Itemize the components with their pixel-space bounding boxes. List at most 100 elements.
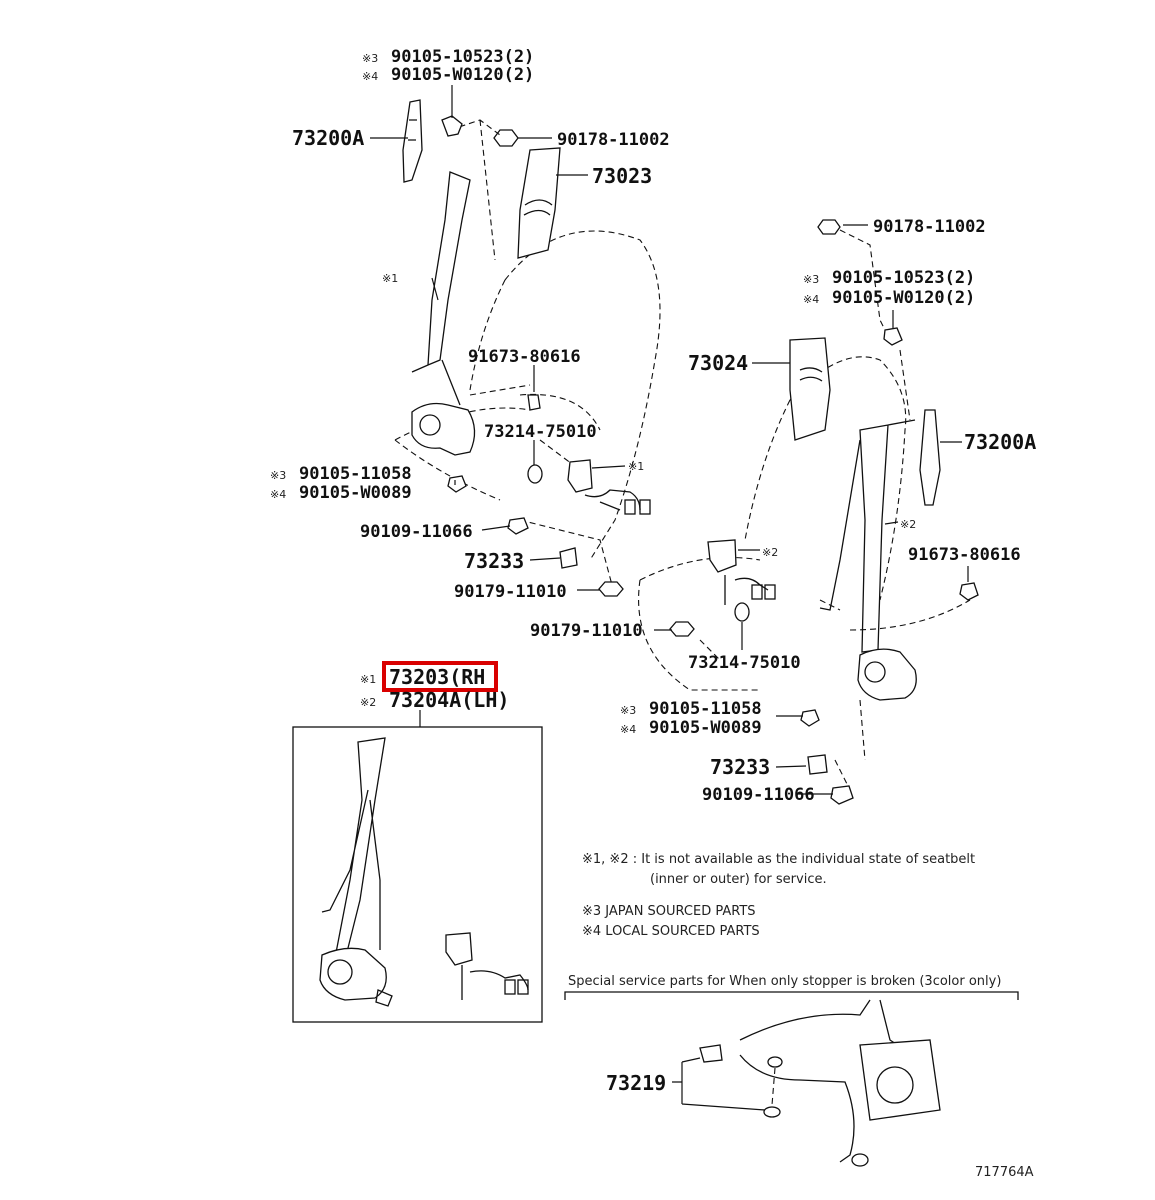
left-bolt-11058 bbox=[447, 475, 467, 493]
special-retractor bbox=[859, 1039, 941, 1121]
right-seat-outline bbox=[638, 356, 971, 691]
left-cover-73233 bbox=[559, 547, 578, 569]
mark-3-left: ※3 bbox=[270, 469, 286, 482]
right-leader-lines bbox=[654, 224, 969, 795]
notes: ※1, ※2 : It is not available as the indi… bbox=[568, 852, 1001, 989]
left-washer-73214 bbox=[527, 464, 543, 484]
label-90105-11058-left: 90105-11058 bbox=[299, 464, 412, 484]
mark-3-right-lower: ※3 bbox=[620, 704, 636, 717]
special-stopper-cap bbox=[767, 1056, 783, 1068]
note-3: ※3 JAPAN SOURCED PARTS bbox=[582, 904, 756, 919]
label-90105-11058-right: 90105-11058 bbox=[649, 699, 762, 719]
label-90109-right: 90109-11066 bbox=[702, 785, 815, 805]
left-bolt-top bbox=[441, 115, 463, 137]
label-73024: 73024 bbox=[688, 351, 748, 375]
label-73214-right: 73214-75010 bbox=[688, 653, 801, 673]
right-guide-top bbox=[699, 229, 911, 791]
right-connector-2 bbox=[764, 584, 776, 600]
right-retractor bbox=[857, 648, 917, 701]
label-73204a-lh: 73204A(LH) bbox=[389, 688, 509, 712]
label-90109-left: 90109-11066 bbox=[360, 522, 473, 542]
label-73233-left: 73233 bbox=[464, 549, 524, 573]
right-nut-90179 bbox=[669, 621, 695, 637]
label-90179-left: 90179-11010 bbox=[454, 582, 567, 602]
left-seatbelt-assembly bbox=[394, 99, 661, 597]
boxed-buckle bbox=[445, 932, 473, 966]
left-guide-top bbox=[449, 119, 613, 586]
boxed-assembly-drawing bbox=[319, 737, 529, 1007]
label-73214-left: 73214-75010 bbox=[484, 422, 597, 442]
label-73200a-left: 73200A bbox=[292, 126, 364, 150]
right-belt-webbing bbox=[819, 419, 916, 653]
right-nut-90178 bbox=[817, 219, 841, 235]
right-washer-73214 bbox=[734, 602, 750, 622]
special-retractor-spool bbox=[876, 1066, 914, 1104]
note-1-line1: ※1, ※2 : It is not available as the indi… bbox=[582, 852, 975, 867]
mark-1-left-buckle: ※1 bbox=[628, 460, 644, 473]
left-buckle-wire bbox=[584, 489, 641, 511]
right-trim-slot bbox=[799, 367, 823, 382]
left-nut-top bbox=[493, 129, 519, 147]
left-leader-lines bbox=[370, 85, 626, 591]
left-nut-90179 bbox=[598, 581, 624, 597]
left-buckle bbox=[567, 459, 593, 493]
right-seatbelt-assembly bbox=[638, 219, 979, 805]
part-labels: ※3 90105-10523(2) ※4 90105-W0120(2) 7320… bbox=[270, 47, 1036, 1180]
boxed-anchor bbox=[375, 989, 393, 1007]
mark-3-right: ※3 bbox=[803, 273, 819, 286]
left-seat-outline bbox=[394, 230, 661, 561]
special-leader-73219 bbox=[672, 1057, 766, 1111]
left-trim-73023 bbox=[517, 147, 561, 259]
right-bolt-10523 bbox=[883, 327, 903, 346]
note-4: ※4 LOCAL SOURCED PARTS bbox=[582, 924, 760, 939]
left-retractor-spool bbox=[419, 414, 441, 436]
label-91673-right: 91673-80616 bbox=[908, 545, 1021, 565]
mark-4-left: ※4 bbox=[270, 488, 286, 501]
label-90178-top: 90178-11002 bbox=[557, 130, 670, 150]
label-73200a-right: 73200A bbox=[964, 430, 1036, 454]
right-bolt-11058 bbox=[800, 709, 820, 727]
boxed-belt-webbing bbox=[321, 737, 386, 961]
mark-4-right: ※4 bbox=[803, 293, 819, 306]
mark-1-left-belt: ※1 bbox=[382, 272, 398, 285]
left-trim-slot bbox=[523, 199, 553, 216]
right-anchor-bracket bbox=[919, 409, 941, 506]
right-bolt-91673 bbox=[959, 582, 979, 601]
special-anchor-ring bbox=[851, 1153, 869, 1167]
assembly-box bbox=[292, 726, 543, 1023]
left-bolt-91673 bbox=[527, 394, 541, 411]
label-90179-right: 90179-11010 bbox=[530, 621, 643, 641]
mark-1-assembly: ※1 bbox=[360, 673, 376, 686]
note-1-line2: (inner or outer) for service. bbox=[650, 872, 827, 887]
label-jp-bolt-right: 90105-10523(2) bbox=[832, 268, 975, 288]
special-service-parts bbox=[564, 991, 1019, 1167]
label-90105-w0089-right: 90105-W0089 bbox=[649, 718, 762, 738]
left-bolt-90109 bbox=[507, 517, 529, 535]
mark-4-right-lower: ※4 bbox=[620, 723, 636, 736]
left-anchor-bracket bbox=[402, 99, 423, 183]
mark-4-top: ※4 bbox=[362, 70, 378, 83]
label-90105-w0089-left: 90105-W0089 bbox=[299, 483, 412, 503]
mark-3-top: ※3 bbox=[362, 52, 378, 65]
special-stopper bbox=[699, 1044, 723, 1063]
label-73219: 73219 bbox=[606, 1071, 666, 1095]
label-90178-right: 90178-11002 bbox=[873, 217, 986, 237]
label-73233-right: 73233 bbox=[710, 755, 770, 779]
special-bracket-top bbox=[564, 991, 1019, 1000]
diagram-code: 717764A bbox=[975, 1165, 1034, 1180]
special-guide bbox=[771, 1067, 776, 1106]
mark-2-right-buckle: ※2 bbox=[762, 546, 778, 559]
right-bolt-90109 bbox=[830, 785, 854, 805]
right-trim-73024 bbox=[789, 337, 831, 441]
note-special: Special service parts for When only stop… bbox=[568, 974, 1001, 989]
left-belt-webbing bbox=[411, 171, 471, 406]
right-cover-73233 bbox=[807, 754, 828, 775]
right-retractor-spool bbox=[864, 661, 886, 683]
special-stopper-washer bbox=[763, 1106, 781, 1118]
label-loc-bolt-top: 90105-W0120(2) bbox=[391, 65, 534, 85]
left-connector-2 bbox=[639, 499, 651, 515]
left-retractor bbox=[411, 402, 476, 456]
highlight-73203-rh bbox=[382, 661, 498, 692]
label-73203-rh: 73203(RH bbox=[389, 665, 485, 689]
